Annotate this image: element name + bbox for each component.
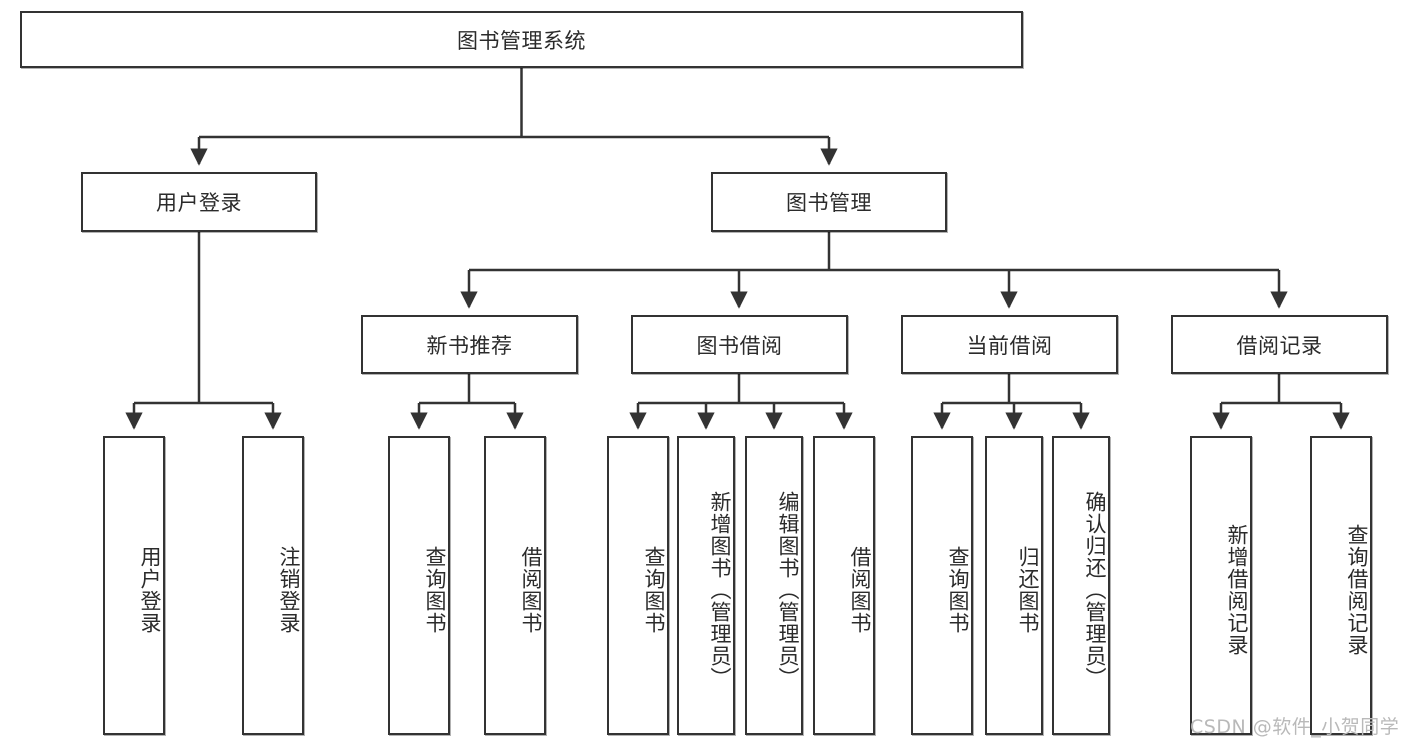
node-leaf-add-book-label: 新增图书（管理员） [708, 490, 732, 689]
node-leaf-user-login-label: 用户登录 [138, 545, 162, 634]
node-borrow-record[interactable]: 借阅记录 [1171, 315, 1388, 374]
node-user-login-label: 用户登录 [156, 191, 242, 215]
node-leaf-query-book-3-label: 查询图书 [946, 545, 970, 634]
node-leaf-borrow-book-2-label: 借阅图书 [848, 545, 872, 634]
node-leaf-borrow-book-1-label: 借阅图书 [519, 545, 543, 634]
node-book-manage[interactable]: 图书管理 [711, 172, 947, 232]
node-current-borrow[interactable]: 当前借阅 [901, 315, 1118, 374]
node-leaf-edit-book[interactable]: 编辑图书（管理员） [745, 436, 803, 735]
node-leaf-logout[interactable]: 注销登录 [242, 436, 304, 735]
node-leaf-query-book-1-label: 查询图书 [423, 545, 447, 634]
node-leaf-borrow-book-1[interactable]: 借阅图书 [484, 436, 546, 735]
node-book-manage-label: 图书管理 [786, 191, 872, 215]
node-leaf-confirm-return[interactable]: 确认归还（管理员） [1052, 436, 1110, 735]
node-new-book-rec[interactable]: 新书推荐 [361, 315, 578, 374]
node-leaf-query-record[interactable]: 查询借阅记录 [1310, 436, 1372, 735]
node-leaf-add-record[interactable]: 新增借阅记录 [1190, 436, 1252, 735]
node-leaf-return-book[interactable]: 归还图书 [985, 436, 1043, 735]
node-leaf-add-record-label: 新增借阅记录 [1225, 523, 1249, 656]
node-leaf-query-book-3[interactable]: 查询图书 [911, 436, 973, 735]
node-leaf-query-book-2-label: 查询图书 [642, 545, 666, 634]
node-leaf-add-book[interactable]: 新增图书（管理员） [677, 436, 735, 735]
node-leaf-query-book-2[interactable]: 查询图书 [607, 436, 669, 735]
node-root-label: 图书管理系统 [457, 28, 586, 53]
node-leaf-confirm-return-label: 确认归还（管理员） [1083, 490, 1107, 689]
node-root[interactable]: 图书管理系统 [20, 11, 1023, 68]
node-leaf-borrow-book-2[interactable]: 借阅图书 [813, 436, 875, 735]
node-leaf-user-login[interactable]: 用户登录 [103, 436, 165, 735]
node-new-book-rec-label: 新书推荐 [426, 333, 513, 358]
node-leaf-return-book-label: 归还图书 [1016, 545, 1040, 634]
node-leaf-edit-book-label: 编辑图书（管理员） [776, 490, 800, 689]
node-leaf-query-book-1[interactable]: 查询图书 [388, 436, 450, 735]
node-leaf-logout-label: 注销登录 [277, 545, 301, 634]
node-current-borrow-label: 当前借阅 [966, 333, 1053, 358]
node-leaf-query-record-label: 查询借阅记录 [1345, 523, 1369, 656]
node-borrow-record-label: 借阅记录 [1236, 333, 1323, 358]
node-book-borrow-label: 图书借阅 [696, 333, 783, 358]
node-book-borrow[interactable]: 图书借阅 [631, 315, 848, 374]
node-user-login[interactable]: 用户登录 [81, 172, 317, 232]
